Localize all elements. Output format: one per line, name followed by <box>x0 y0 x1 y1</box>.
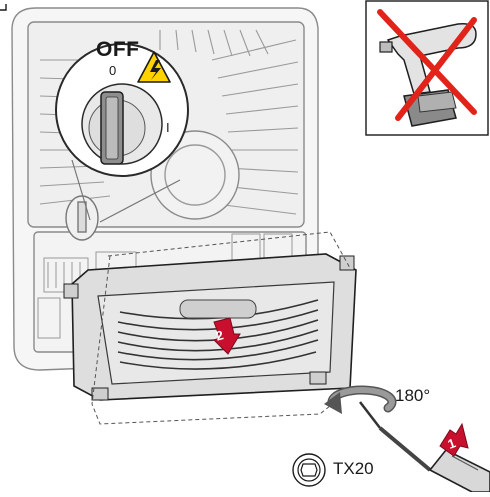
off-label: OFF <box>96 38 140 61</box>
corner-mark <box>0 4 7 11</box>
switch-position-off-label: 0 <box>109 63 117 78</box>
high-voltage-warning-icon <box>137 51 171 83</box>
torx-bit-icon <box>292 453 326 487</box>
step-2-arrow <box>213 317 241 355</box>
connection-cover <box>63 231 357 425</box>
rotation-angle-label: 180° <box>395 386 431 405</box>
torx-size-label: TX20 <box>333 459 374 478</box>
step-1-arrow <box>439 422 469 457</box>
no-cordless-drill-panel <box>365 0 489 136</box>
screwdriver-icon <box>359 401 490 493</box>
rotation-arrow-icon <box>324 385 397 414</box>
switch-position-on-label: I <box>166 120 170 135</box>
